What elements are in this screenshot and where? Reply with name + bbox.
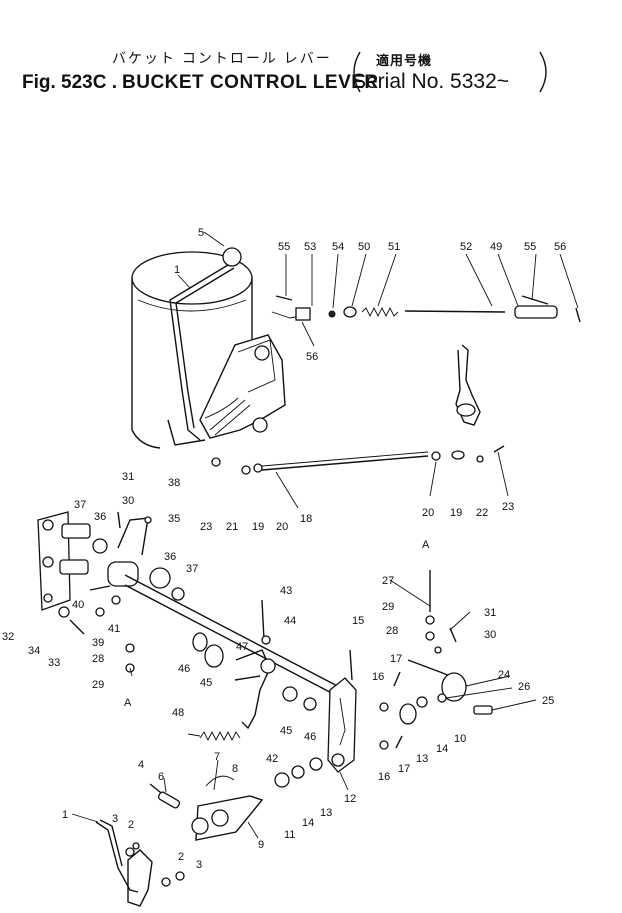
callout-c21: 21 bbox=[226, 521, 238, 533]
callout-c42: 42 bbox=[266, 753, 278, 765]
callout-c51: 51 bbox=[388, 241, 400, 253]
callout-cA2: A bbox=[422, 539, 430, 551]
callout-c49: 49 bbox=[490, 241, 502, 253]
bottom-lever-assembly bbox=[95, 757, 323, 907]
callout-c17a: 17 bbox=[390, 653, 402, 665]
left-bracket bbox=[37, 511, 185, 635]
callout-c41: 41 bbox=[108, 623, 120, 635]
callout-c2b: 2 bbox=[178, 851, 184, 863]
rod-assembly bbox=[211, 344, 505, 475]
callout-c48: 48 bbox=[172, 707, 184, 719]
callout-c22: 22 bbox=[476, 507, 488, 519]
control-lever-assembly bbox=[167, 247, 311, 446]
callout-c18: 18 bbox=[300, 513, 312, 525]
paren-right bbox=[539, 51, 547, 93]
callout-c9: 9 bbox=[258, 839, 264, 851]
callout-c1b: 1 bbox=[62, 809, 68, 821]
callout-c19b: 19 bbox=[450, 507, 462, 519]
callout-c36b: 36 bbox=[164, 551, 176, 563]
callout-c39: 39 bbox=[92, 637, 104, 649]
callout-c34: 34 bbox=[28, 645, 40, 657]
callout-c1a: 1 bbox=[174, 264, 180, 276]
callout-c13b: 13 bbox=[320, 807, 332, 819]
cross-shaft bbox=[124, 574, 346, 742]
callout-c46b: 46 bbox=[304, 731, 316, 743]
callout-c56a: 56 bbox=[554, 241, 566, 253]
callout-c11: 11 bbox=[284, 829, 295, 841]
callout-c44: 44 bbox=[284, 615, 296, 627]
callout-c33: 33 bbox=[48, 657, 60, 669]
callout-c23a: 23 bbox=[200, 521, 212, 533]
callout-c3b: 3 bbox=[196, 859, 202, 871]
callout-c10: 10 bbox=[454, 733, 466, 745]
callout-c27: 27 bbox=[382, 575, 394, 587]
callout-c47: 47 bbox=[236, 641, 248, 653]
callout-c14a: 14 bbox=[436, 743, 448, 755]
callout-c53: 53 bbox=[304, 241, 316, 253]
callout-c29b: 29 bbox=[382, 601, 394, 613]
japanese-title: バケット コントロール レバー bbox=[112, 50, 332, 66]
callout-c6: 6 bbox=[158, 771, 164, 783]
callout-c28b: 28 bbox=[386, 625, 398, 637]
callout-c46a: 46 bbox=[178, 663, 190, 675]
callout-c8: 8 bbox=[232, 763, 238, 775]
callout-c28a: 28 bbox=[92, 653, 104, 665]
callout-c45b: 45 bbox=[280, 725, 292, 737]
callout-c17b: 17 bbox=[398, 763, 410, 775]
callout-c31b: 31 bbox=[484, 607, 496, 619]
callout-c55b: 55 bbox=[524, 241, 536, 253]
serial-number-label: Serial No. 5332~ bbox=[352, 70, 510, 93]
paren-left bbox=[353, 51, 361, 93]
callout-c40: 40 bbox=[72, 599, 84, 611]
callout-c55a: 55 bbox=[278, 241, 290, 253]
upper-linkage bbox=[275, 295, 581, 323]
callout-c24: 24 bbox=[498, 669, 510, 681]
callout-c25: 25 bbox=[542, 695, 554, 707]
callout-c19a: 19 bbox=[252, 521, 264, 533]
callout-c14b: 14 bbox=[302, 817, 314, 829]
english-title: BUCKET CONTROL LEVER bbox=[122, 72, 379, 93]
callout-c16a: 16 bbox=[372, 671, 384, 683]
callout-c2a: 2 bbox=[128, 819, 134, 831]
callout-c30a: 30 bbox=[122, 495, 134, 507]
callout-c50: 50 bbox=[358, 241, 370, 253]
callout-c31a: 31 bbox=[122, 471, 134, 483]
callout-c56b: 56 bbox=[306, 351, 318, 363]
callout-c5: 5 bbox=[198, 227, 204, 239]
callout-c20a: 20 bbox=[276, 521, 288, 533]
callout-c16b: 16 bbox=[378, 771, 390, 783]
callout-c3a: 3 bbox=[112, 813, 118, 825]
callout-c38: 38 bbox=[168, 477, 180, 489]
right-lever-assembly bbox=[327, 570, 493, 773]
japanese-serial-label: 適用号機 bbox=[376, 53, 433, 68]
callout-c13a: 13 bbox=[416, 753, 428, 765]
callout-c15: 15 bbox=[352, 615, 364, 627]
callout-c36a: 36 bbox=[94, 511, 106, 523]
callout-c20b: 20 bbox=[422, 507, 434, 519]
callout-c37a: 37 bbox=[74, 499, 86, 511]
callout-c43: 43 bbox=[280, 585, 292, 597]
callout-c45a: 45 bbox=[200, 677, 212, 689]
callout-c30b: 30 bbox=[484, 629, 496, 641]
callout-c4: 4 bbox=[138, 759, 144, 771]
callout-c12: 12 bbox=[344, 793, 356, 805]
callout-c52: 52 bbox=[460, 241, 472, 253]
callout-c23b: 23 bbox=[502, 501, 514, 513]
callout-c54: 54 bbox=[332, 241, 344, 253]
callout-c35: 35 bbox=[168, 513, 180, 525]
callout-c29a: 29 bbox=[92, 679, 104, 691]
callout-c26: 26 bbox=[518, 681, 530, 693]
tank bbox=[131, 251, 253, 449]
callout-cA1: A bbox=[124, 697, 132, 709]
callout-c7: 7 bbox=[214, 751, 220, 763]
leader-lines bbox=[71, 231, 579, 839]
callout-c37b: 37 bbox=[186, 563, 198, 575]
figure-label: Fig. 523C . bbox=[22, 72, 118, 93]
callout-c32: 32 bbox=[2, 631, 14, 643]
